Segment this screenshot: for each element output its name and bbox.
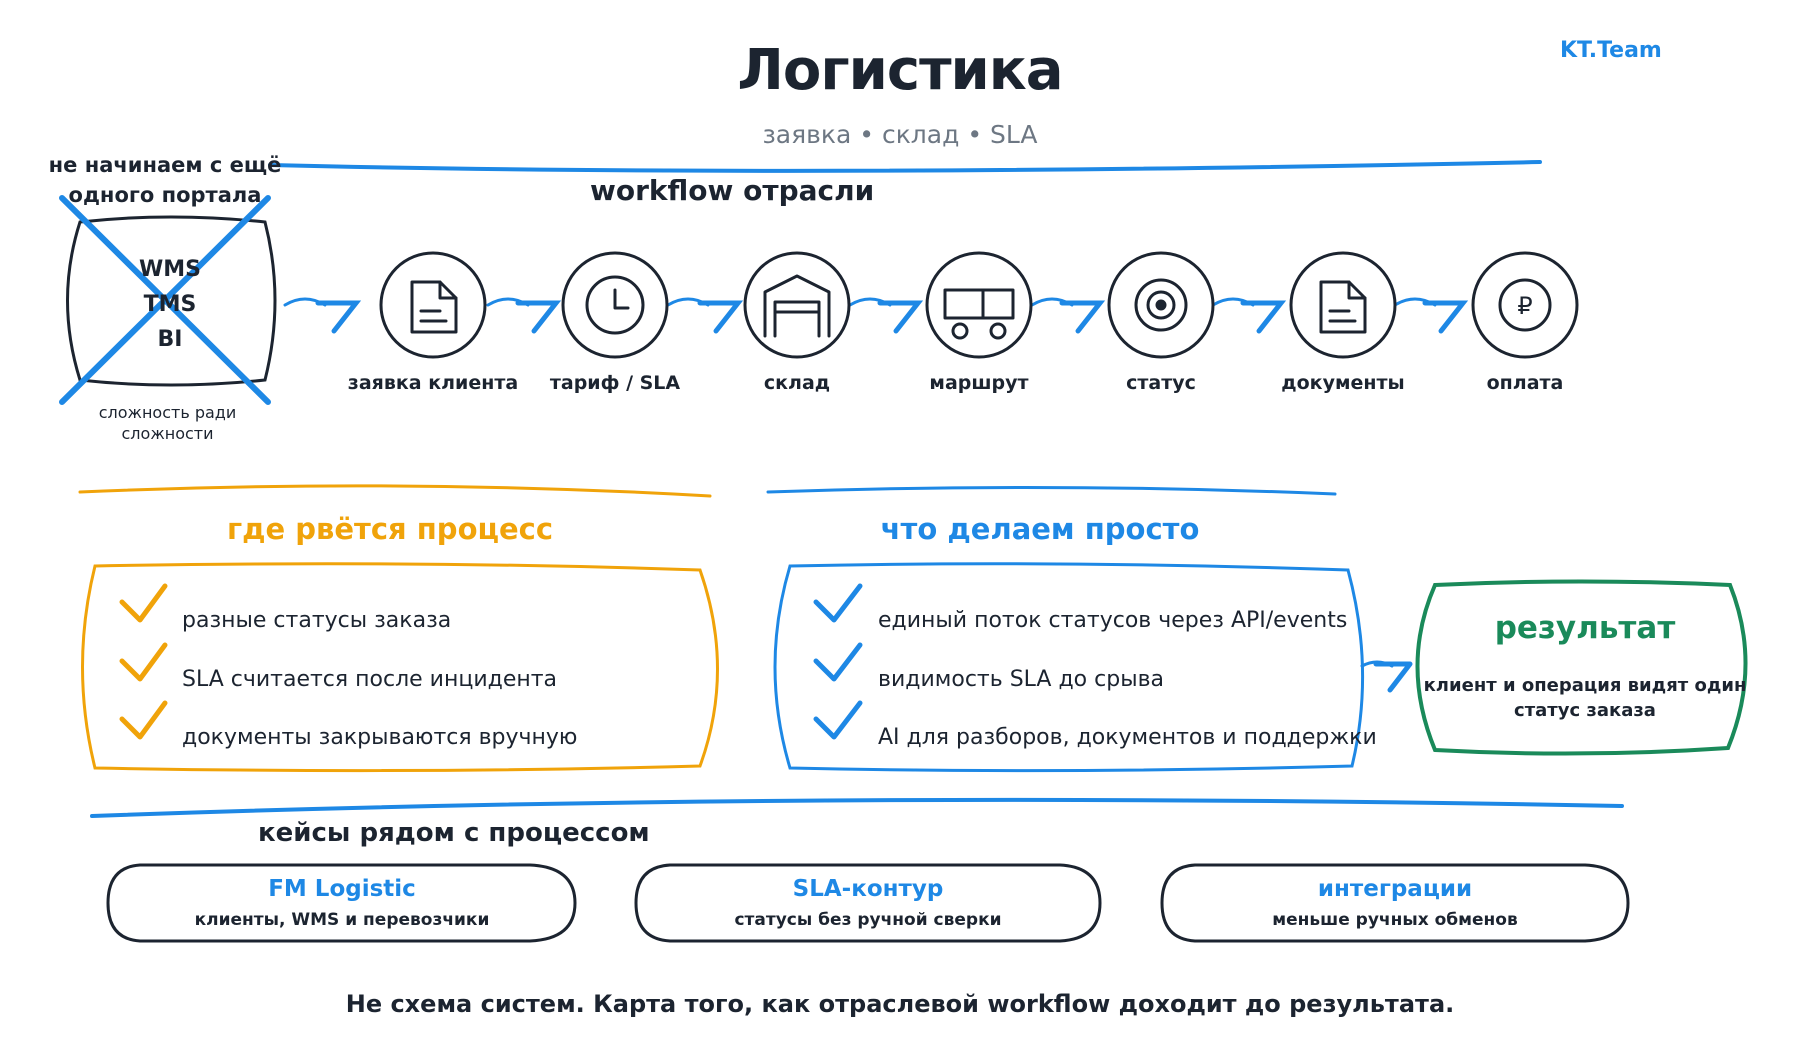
result-title: результат <box>1494 610 1676 646</box>
ruble-glyph: ₽ <box>1517 292 1532 320</box>
header-divider <box>268 160 1542 173</box>
step-label-route: маршрут <box>929 372 1029 394</box>
legacy-system-bi: BI <box>157 327 183 352</box>
result-box <box>1415 579 1748 756</box>
legacy-note: сложность ради сложности <box>98 403 237 443</box>
case-subtitle-integrations: меньше ручных обменов <box>1272 910 1518 930</box>
connector-arrow-1 <box>515 300 562 334</box>
legacy-caption: не начинаем с ещё одного портала <box>48 153 282 207</box>
solution-item: AI для разборов, документов и поддержки <box>878 725 1377 750</box>
step-circle-6 <box>1471 251 1579 359</box>
step-label-request: заявка клиента <box>347 372 519 394</box>
connector-arrow-0 <box>315 300 362 334</box>
check-icon <box>813 700 863 740</box>
step-label-warehouse: склад <box>763 372 831 394</box>
legacy-box <box>66 215 277 387</box>
connector-arrow-2 <box>697 300 744 334</box>
case-title-fm-logistic: FM Logistic <box>268 876 416 902</box>
connector-arrow-5 <box>1240 300 1287 334</box>
case-card-0 <box>106 863 577 943</box>
step-label-payment: оплата <box>1486 372 1564 394</box>
connector-arrow-4 <box>1059 300 1106 334</box>
workflow-heading: workflow отрасли <box>590 174 875 207</box>
page-subtitle: заявка • склад • SLA <box>762 120 1038 149</box>
solutions-divider <box>766 485 1337 496</box>
result-text: клиент и операция видят один статус зака… <box>1423 675 1747 721</box>
case-card-2 <box>1160 863 1630 943</box>
cases-divider <box>90 797 1624 818</box>
problem-item: SLA считается после инцидента <box>182 667 558 692</box>
problems-divider <box>78 484 712 498</box>
problems-title: где рвётся процесс <box>226 512 554 546</box>
step-label-tariff: тариф / SLA <box>549 372 681 394</box>
case-subtitle-fm-logistic: клиенты, WMS и перевозчики <box>194 910 490 930</box>
workflow-connectors <box>283 297 1469 334</box>
step-label-status: статус <box>1126 372 1196 394</box>
solution-item: единый поток статусов через API/events <box>878 608 1348 633</box>
check-icon <box>119 583 168 623</box>
step-circle-3 <box>925 251 1033 359</box>
case-title-sla: SLA-контур <box>792 876 944 902</box>
warehouse-icon <box>763 274 831 338</box>
problems-box <box>81 562 719 773</box>
step-circle-0 <box>379 251 487 359</box>
target-icon <box>1134 278 1188 332</box>
cross-line-2 <box>59 195 271 405</box>
document-icon <box>1319 280 1367 334</box>
check-icon <box>119 642 168 682</box>
problem-item: разные статусы заказа <box>182 608 452 633</box>
truck-icon <box>943 288 1015 340</box>
case-subtitle-sla: статусы без ручной сверки <box>734 910 1002 930</box>
solutions-title: что делаем просто <box>880 512 1200 546</box>
footer-note: Не схема систем. Карта того, как отрасле… <box>345 990 1455 1018</box>
ruble-icon <box>1498 278 1552 332</box>
clock-icon <box>585 275 645 335</box>
legacy-system-wms: WMS <box>138 257 201 282</box>
legacy-system-tms: TMS <box>143 292 197 317</box>
solution-item: видимость SLA до срыва <box>878 667 1165 692</box>
document-icon <box>410 280 458 334</box>
case-title-integrations: интеграции <box>1317 876 1473 902</box>
cases-heading: кейсы рядом с процессом <box>258 818 650 848</box>
check-icon <box>813 583 863 623</box>
result-arrow-icon <box>1373 661 1413 693</box>
step-label-documents: документы <box>1281 372 1405 394</box>
case-card-1 <box>634 863 1102 943</box>
connector-arrow-3 <box>877 300 924 334</box>
step-circle-2 <box>743 251 851 359</box>
check-icon <box>119 700 168 740</box>
step-circle-5 <box>1289 251 1397 359</box>
connector-arrow-6 <box>1422 300 1469 334</box>
legacy-systems: WMS TMS BI <box>55 252 285 357</box>
check-icon <box>813 642 863 682</box>
solutions-box <box>773 562 1365 773</box>
brand-logo: KT.Team <box>1560 38 1662 63</box>
page-title: Логистика <box>737 38 1063 103</box>
problem-item: документы закрываются вручную <box>182 725 578 750</box>
